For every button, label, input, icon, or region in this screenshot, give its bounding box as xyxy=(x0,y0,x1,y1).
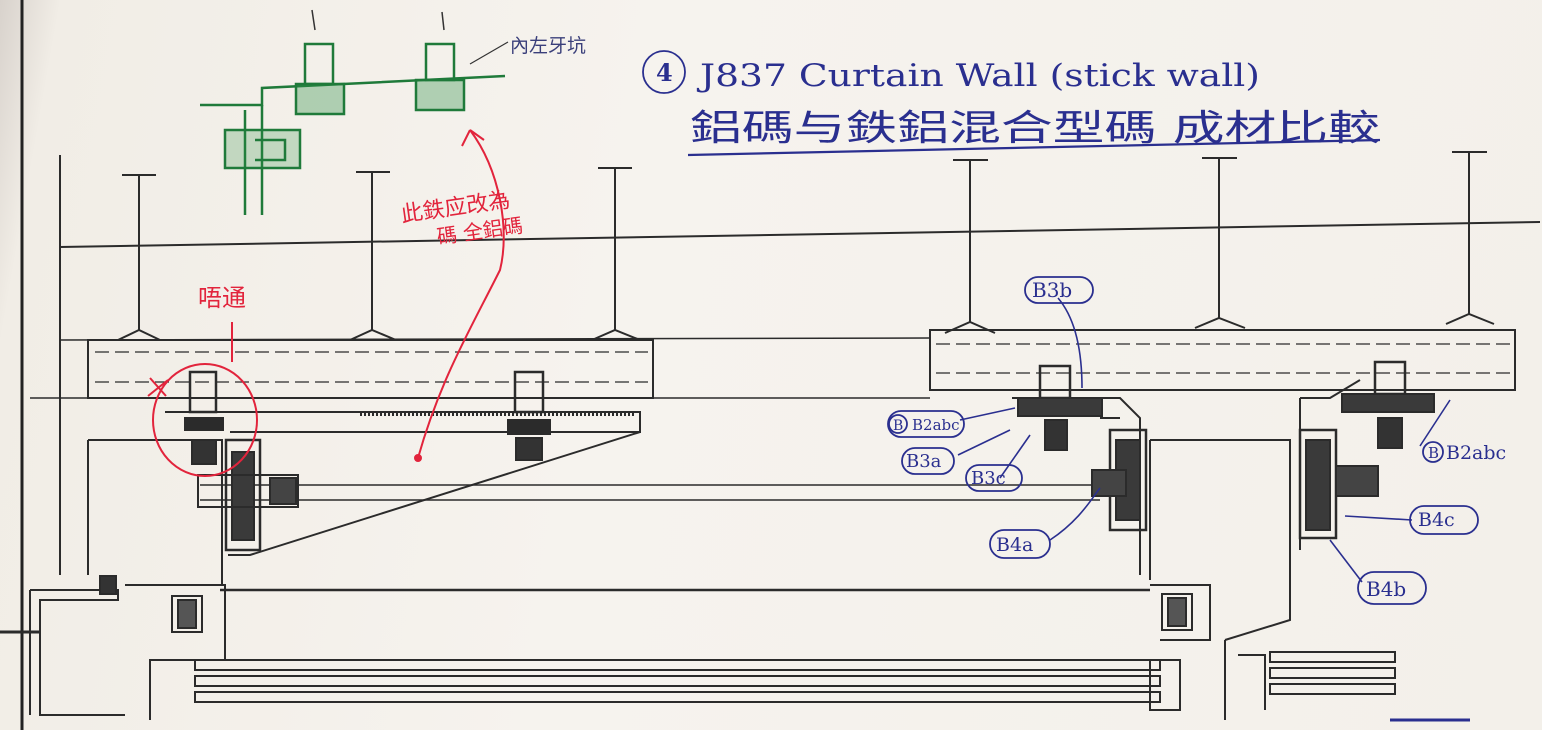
bottom-frames xyxy=(0,575,1470,722)
left-bracket xyxy=(87,370,1100,585)
tag-b3a: B3a xyxy=(906,451,942,472)
title-line-2: 鋁碼与鉄鋁混合型碼 成材比較 xyxy=(690,108,1380,149)
tag-b3c: B3c xyxy=(971,468,1006,489)
red-note-wu-tong: 唔通 xyxy=(198,284,246,312)
steel-beams-right xyxy=(944,151,1495,334)
blue-leader-lines xyxy=(957,297,1451,583)
red-annotation-strokes xyxy=(147,129,505,477)
blue-tag-shapes xyxy=(642,50,1479,605)
tag-b2abc-right: B2abc xyxy=(1446,442,1506,464)
title-number: 4 xyxy=(656,58,673,87)
tag-b4b: B4b xyxy=(1366,577,1406,601)
green-note: 內左牙坑 xyxy=(510,35,586,57)
tag-b4c: B4c xyxy=(1418,509,1455,531)
slab-right xyxy=(929,329,1516,391)
steel-beams-left xyxy=(117,167,641,341)
tag-b4a: B4a xyxy=(996,534,1033,556)
title-line-1: J837 Curtain Wall (stick wall) xyxy=(696,58,1260,94)
tag-b2abc-left: B2abc xyxy=(912,416,960,434)
tag-b-right-prefix: B xyxy=(1428,444,1439,462)
slab-left xyxy=(87,339,654,399)
right-bracket xyxy=(1012,360,1435,641)
tag-b3b: B3b xyxy=(1032,278,1072,302)
green-detail-sketch xyxy=(200,9,509,215)
tag-b-left-prefix: B xyxy=(893,418,903,434)
